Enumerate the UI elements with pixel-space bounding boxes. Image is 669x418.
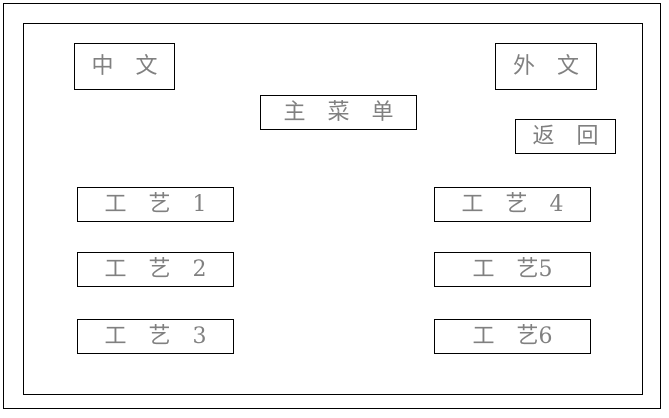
back-button[interactable]: 返 回 [515,119,616,154]
main-menu-title: 主 菜 单 [260,95,417,130]
process-5-button[interactable]: 工 艺5 [434,252,591,287]
process-1-button[interactable]: 工 艺 1 [77,187,234,222]
process-2-button[interactable]: 工 艺 2 [77,252,234,287]
chinese-language-button[interactable]: 中 文 [74,43,175,90]
process-4-button[interactable]: 工 艺 4 [434,187,591,222]
process-3-button[interactable]: 工 艺 3 [77,319,234,354]
foreign-language-button[interactable]: 外 文 [495,43,597,90]
process-6-button[interactable]: 工 艺6 [434,319,591,354]
